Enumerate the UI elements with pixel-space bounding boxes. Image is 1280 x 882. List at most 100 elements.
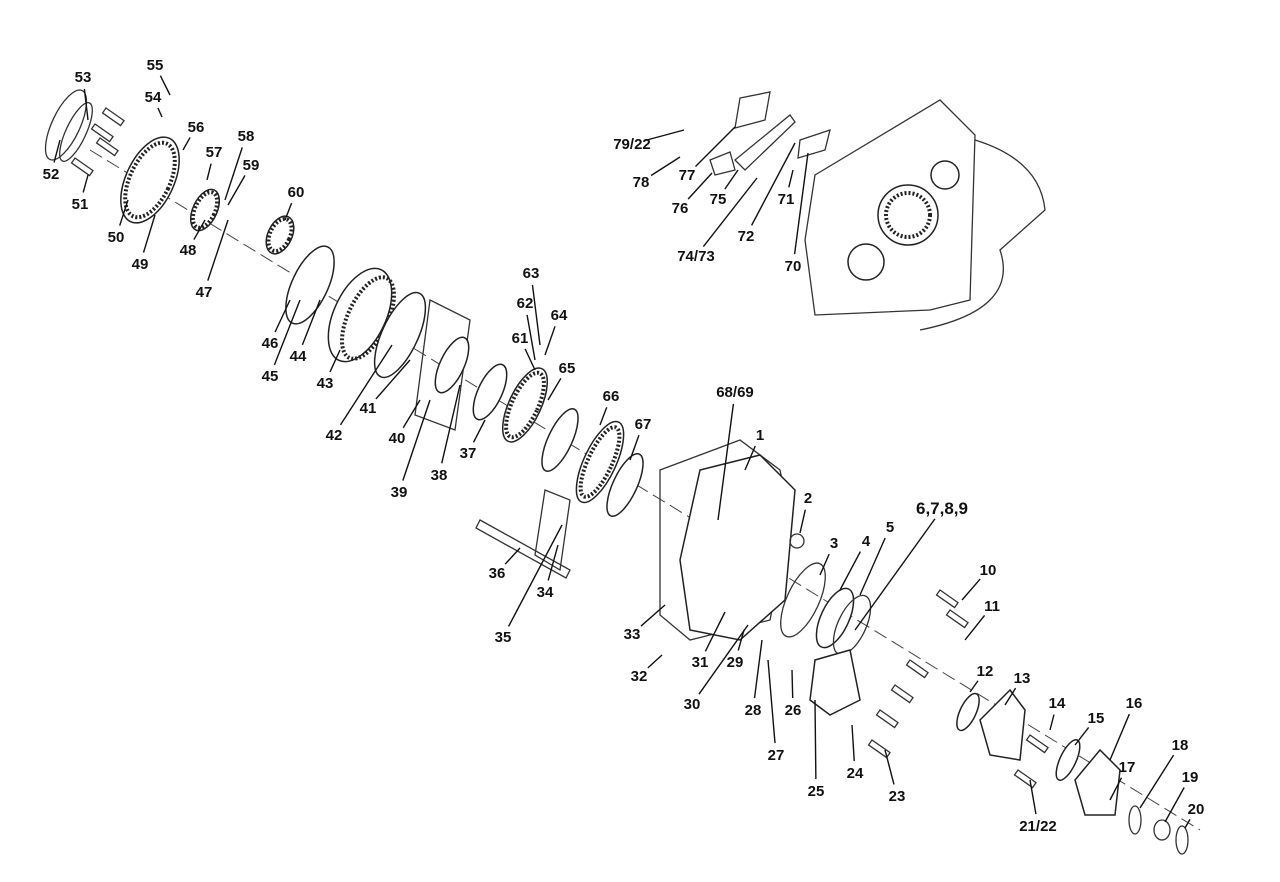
leader-line — [1139, 754, 1175, 809]
leader-line — [329, 349, 341, 373]
leader-line — [402, 399, 431, 481]
callout-label: 2 — [804, 490, 812, 507]
leader-line — [799, 509, 807, 534]
leader-line — [854, 518, 936, 631]
leader-line — [157, 107, 163, 118]
callout-label: 10 — [980, 562, 997, 579]
leader-line — [284, 202, 293, 221]
gear-teeth — [504, 370, 546, 440]
callout-label: 14 — [1049, 695, 1066, 712]
callout-label: 54 — [145, 89, 162, 106]
callout-label: 26 — [785, 702, 802, 719]
leader-line — [375, 359, 411, 400]
leader-line — [750, 142, 796, 226]
bolt — [1025, 734, 1049, 754]
callout-label: 24 — [847, 765, 864, 782]
leader-line — [1029, 779, 1037, 815]
leader-line — [83, 88, 89, 121]
housing-outline — [804, 99, 976, 316]
callout-label: 74/73 — [677, 248, 715, 265]
bolt — [890, 684, 914, 704]
gear — [575, 420, 625, 504]
leader-line — [1109, 713, 1130, 761]
gear — [501, 367, 549, 443]
housing-group — [659, 439, 872, 716]
callout-label: 59 — [243, 157, 260, 174]
callout-label: 70 — [785, 258, 802, 275]
leader-line — [819, 553, 830, 576]
leader-line — [724, 169, 739, 190]
plate — [414, 299, 471, 431]
bearing — [930, 160, 960, 190]
callout-label: 47 — [196, 284, 213, 301]
callout-label: 21/22 — [1019, 818, 1057, 835]
gear-teeth — [884, 191, 932, 239]
callout-label: 25 — [808, 783, 825, 800]
gear — [956, 692, 980, 732]
leader-line — [206, 163, 212, 181]
o-ring — [789, 533, 805, 549]
callout-label: 63 — [523, 265, 540, 282]
callout-label: 20 — [1188, 801, 1205, 818]
gear-teeth — [578, 425, 622, 499]
bolt — [875, 709, 899, 729]
callout-label: 71 — [778, 191, 795, 208]
callout-label: 4 — [862, 533, 871, 550]
gear-teeth — [123, 140, 177, 220]
callout-label: 75 — [710, 191, 727, 208]
bolts-group — [70, 107, 1049, 789]
leader-line — [1049, 714, 1055, 731]
callout-label: 28 — [745, 702, 762, 719]
callout-label: 76 — [672, 200, 689, 217]
leader-line — [961, 578, 981, 601]
leader-line — [526, 314, 536, 361]
callout-label: 18 — [1172, 737, 1189, 754]
shaft — [475, 519, 571, 579]
callout-label: 33 — [624, 626, 641, 643]
callout-label: 61 — [512, 330, 529, 347]
leader-line — [791, 669, 794, 699]
ring — [606, 453, 644, 517]
shift-fork — [534, 489, 571, 572]
bolt — [90, 123, 114, 143]
callout-label: 45 — [262, 368, 279, 385]
callout-label: 53 — [75, 69, 92, 86]
parts-right-group — [956, 688, 1189, 855]
leader-line — [1004, 687, 1017, 706]
planet-carrier — [120, 136, 180, 224]
leader-line — [82, 174, 89, 193]
bolt — [95, 137, 119, 157]
leader-line — [851, 724, 855, 762]
leader-line — [224, 147, 243, 201]
leader-line — [301, 299, 321, 346]
leader-line — [737, 629, 745, 651]
gasket — [780, 562, 826, 638]
callout-label: 65 — [559, 360, 576, 377]
leader-line — [702, 177, 758, 247]
housing — [679, 454, 796, 641]
callout-label: 77 — [679, 167, 696, 184]
callout-label: 64 — [551, 307, 568, 324]
leader-line — [193, 219, 206, 240]
callout-label: 1 — [756, 427, 764, 444]
leader-line — [698, 624, 749, 695]
leader-line — [544, 326, 556, 356]
leader-line — [441, 384, 461, 464]
leader-line — [531, 284, 541, 346]
callout-label: 15 — [1088, 710, 1105, 727]
bolt — [935, 589, 959, 609]
leader-line — [142, 214, 156, 253]
leader-line — [643, 129, 685, 142]
bolt — [70, 157, 94, 177]
leader-line — [1109, 777, 1123, 801]
leader-line — [472, 419, 486, 443]
callout-label: 57 — [206, 144, 223, 161]
callout-label: 38 — [431, 467, 448, 484]
callout-label: 46 — [262, 335, 279, 352]
callout-label: 39 — [391, 484, 408, 501]
callout-label: 13 — [1014, 670, 1031, 687]
leader-line — [717, 403, 735, 521]
leader-line — [964, 614, 986, 641]
leader-line — [507, 524, 563, 627]
